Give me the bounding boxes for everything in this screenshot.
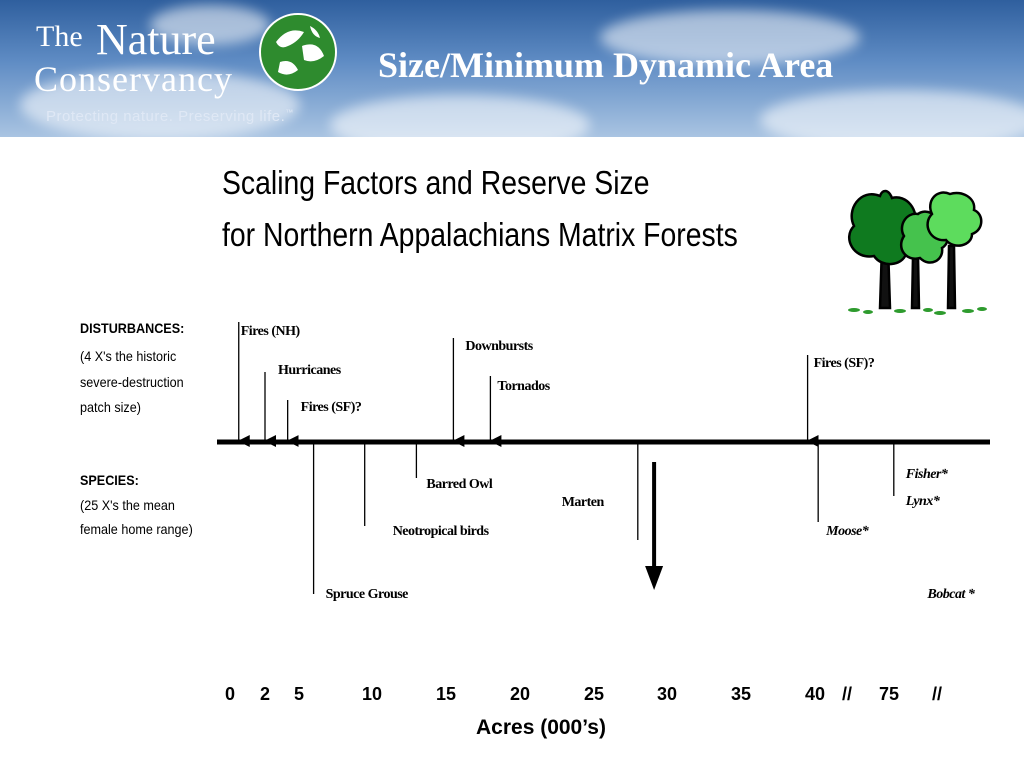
species-label: Fisher* bbox=[905, 467, 949, 482]
species-title: SPECIES: bbox=[80, 472, 139, 488]
disturbances-note-line-2: severe-destruction bbox=[80, 374, 184, 390]
disturbances-note-line-1: (4 X's the historic bbox=[80, 348, 177, 364]
logo-text-nature: Nature bbox=[96, 15, 216, 64]
species-note-line-2: female home range) bbox=[80, 521, 193, 537]
axis-tick-label: 75 bbox=[879, 684, 899, 704]
axis-tick-label: // bbox=[932, 684, 942, 704]
disturbances-title: DISTURBANCES: bbox=[80, 320, 185, 336]
slide-title: Size/Minimum Dynamic Area bbox=[378, 45, 834, 85]
species-label: Lynx* bbox=[905, 494, 941, 509]
disturbances-note-line-3: patch size) bbox=[80, 399, 141, 415]
axis-tick-label: 0 bbox=[225, 684, 235, 704]
disturbance-label: Fires (SF)? bbox=[814, 356, 875, 371]
disturbance-label: Fires (SF)? bbox=[301, 400, 362, 415]
axis-tick-label: 2 bbox=[260, 684, 270, 704]
axis-tick-label: 40 bbox=[805, 684, 825, 704]
axis-tick-label: 15 bbox=[436, 684, 456, 704]
axis-tick-label: 35 bbox=[731, 684, 751, 704]
disturbance-label: Tornados bbox=[497, 379, 550, 394]
axis-tick-label: 10 bbox=[362, 684, 382, 704]
species-label: Bobcat * bbox=[926, 587, 975, 602]
axis-tick-label: // bbox=[842, 684, 852, 704]
heading-line-2: for Northern Appalachians Matrix Forests bbox=[222, 216, 738, 253]
globe-leaf-logo-icon bbox=[259, 13, 337, 91]
species-label: Neotropical birds bbox=[393, 524, 490, 539]
axis-tick-label: 30 bbox=[657, 684, 677, 704]
axis-tick-label: 5 bbox=[294, 684, 304, 704]
species-label: Spruce Grouse bbox=[326, 587, 409, 602]
species-label: Barred Owl bbox=[426, 477, 493, 492]
axis-title: Acres (000’s) bbox=[476, 716, 606, 739]
logo-text-the: The bbox=[36, 20, 83, 53]
species-label: Marten bbox=[562, 495, 605, 510]
minimum-area-arrowhead bbox=[645, 566, 664, 590]
axis-tick-label: 25 bbox=[584, 684, 604, 704]
disturbance-label: Hurricanes bbox=[278, 363, 342, 378]
trees-clipart-icon bbox=[848, 189, 987, 315]
species-note-line-1: (25 X's the mean bbox=[80, 497, 175, 513]
disturbance-label: Fires (NH) bbox=[241, 324, 301, 339]
species-label: Moose* bbox=[825, 524, 870, 539]
heading-line-1: Scaling Factors and Reserve Size bbox=[222, 164, 650, 201]
logo-tagline: Protecting nature. Preserving life.™ bbox=[46, 108, 294, 125]
header-banner: The Nature Conservancy Protecting nature… bbox=[0, 0, 1024, 137]
axis-tick-label: 20 bbox=[510, 684, 530, 704]
disturbance-label: Downbursts bbox=[465, 339, 533, 354]
logo-text-conservancy: Conservancy bbox=[34, 59, 233, 99]
